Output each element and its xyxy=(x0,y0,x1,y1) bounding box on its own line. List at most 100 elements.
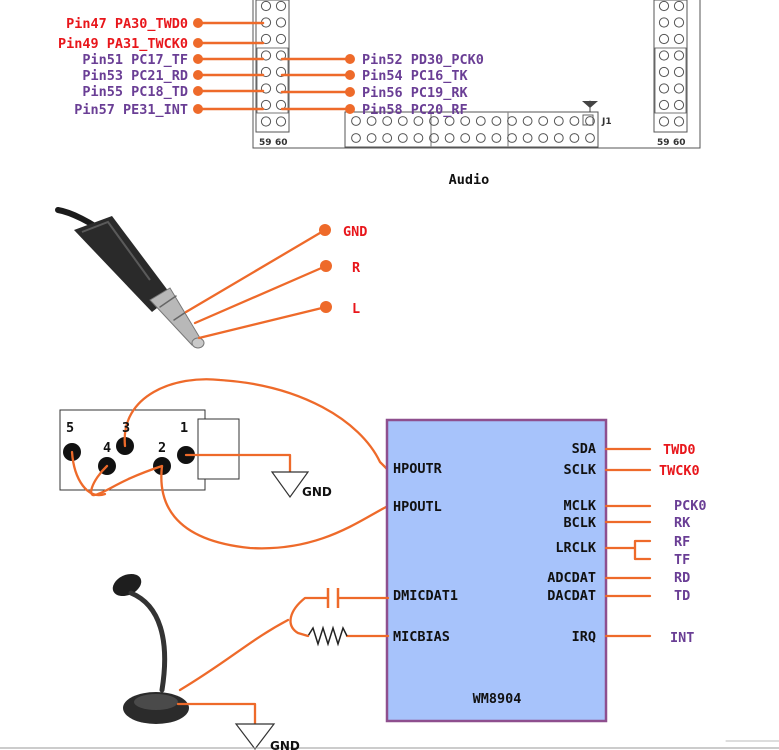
socket-barrel xyxy=(197,418,240,480)
header-pin-hole xyxy=(658,116,670,127)
header-pin-hole xyxy=(658,17,670,28)
header-wire-dot xyxy=(345,87,355,97)
j1-pin-hole xyxy=(522,116,533,126)
chip-signal-label: TWCK0 xyxy=(659,463,700,479)
j1-pin-hole xyxy=(397,116,408,126)
j1-pin-hole xyxy=(585,133,595,143)
mic-wire xyxy=(289,596,330,638)
ground-icon xyxy=(234,723,276,750)
chip-signal-label: TD xyxy=(674,588,690,604)
j1-pin-hole xyxy=(507,133,517,143)
header-pin-hole xyxy=(275,116,287,127)
header-wire-dot xyxy=(193,70,203,80)
microphone-icon xyxy=(112,573,189,724)
mic-wire xyxy=(178,618,290,692)
header-wire-dot xyxy=(193,86,203,96)
chip-right-pin: SCLK xyxy=(563,462,596,478)
header-pin-label: Pin58 PC20_RF xyxy=(362,102,468,118)
chip-signal-label: INT xyxy=(670,630,694,646)
chip-right-pin: LRCLK xyxy=(555,540,597,556)
header-pin-hole xyxy=(658,66,670,78)
header-pin-label: Pin54 PC16_TK xyxy=(362,68,469,84)
socket-gnd-wire xyxy=(184,453,292,474)
jack-label: L xyxy=(352,301,360,317)
header-pin-number: 59 xyxy=(657,138,670,148)
j1-pin-hole xyxy=(366,133,377,143)
chip-signal-label: RF xyxy=(674,534,690,550)
socket-pin-number: 3 xyxy=(122,420,130,436)
connector-label: J1 xyxy=(601,117,612,127)
header-wire-dot xyxy=(345,54,355,64)
header-wire-dot xyxy=(193,104,203,114)
j1-pin-hole xyxy=(444,116,455,126)
header-pin-hole xyxy=(260,99,272,111)
header-pin-label: Pin53 PC21_RD xyxy=(82,68,188,84)
hpoutr-wire xyxy=(123,378,390,472)
header-pin-hole xyxy=(260,116,272,127)
lrclk-split-wire xyxy=(604,539,652,561)
j1-pin-hole xyxy=(366,116,377,126)
plug-ring xyxy=(173,311,187,321)
plug-boot xyxy=(74,216,172,312)
j1-pin1-square xyxy=(582,114,594,126)
mic-gooseneck xyxy=(128,590,168,693)
chip-name: WM8904 xyxy=(473,691,522,707)
jack-wire xyxy=(193,264,328,325)
jack-wire xyxy=(184,228,327,314)
chip-right-pin: DACDAT xyxy=(547,588,596,604)
plug-boot-highlight xyxy=(81,220,151,281)
j1-pin-hole xyxy=(460,133,471,143)
socket-jumper-wire xyxy=(70,450,107,497)
hpoutl-wire xyxy=(160,464,390,550)
header-pin-hole xyxy=(673,99,685,111)
socket-pin-number: 1 xyxy=(180,420,188,436)
header-pin-hole xyxy=(673,0,685,12)
j1-pin-hole xyxy=(429,116,439,126)
chip-signal-label: TWD0 xyxy=(663,442,696,458)
header-pin-hole xyxy=(658,0,670,12)
chip-right-pin: BCLK xyxy=(563,515,596,531)
resistor-icon xyxy=(307,625,348,647)
header-pin-label: Pin55 PC18_TD xyxy=(82,84,188,100)
j1-pin-hole xyxy=(538,116,549,126)
chip-left-pin: HPOUTL xyxy=(393,499,442,515)
chip-left-pin: HPOUTR xyxy=(393,461,443,477)
j1-pin-hole xyxy=(569,116,580,126)
mic-base-top xyxy=(134,694,178,710)
j1-pin-hole xyxy=(491,116,502,126)
jack-wire xyxy=(197,305,328,340)
header-pin-hole xyxy=(275,33,287,45)
header-pin-label: Pin52 PD30_PCK0 xyxy=(362,52,484,68)
chip-right-pin: SDA xyxy=(572,441,596,457)
jack-wire-dot xyxy=(320,260,332,272)
header-pin-label: Pin47 PA30_TWD0 xyxy=(66,16,188,32)
j1-pin-hole xyxy=(351,116,361,126)
header-wire-dot xyxy=(345,104,355,114)
gnd-label: GND xyxy=(270,739,300,750)
j1-pin-hole xyxy=(429,133,439,143)
chip-right-pin: MCLK xyxy=(563,498,596,514)
header-pin-number: 60 xyxy=(673,138,686,148)
jack-label: R xyxy=(352,260,361,276)
j1-pin-hole xyxy=(413,133,424,143)
j1-pin-hole xyxy=(569,133,580,143)
header-wire-dot xyxy=(193,54,203,64)
j1-pin-hole xyxy=(444,133,455,143)
chip-left-pin: MICBIAS xyxy=(393,629,450,645)
audio-plug-icon xyxy=(55,207,205,349)
header-pin-label: Pin49 PA31_TWCK0 xyxy=(58,36,188,52)
chip-signal-label: RK xyxy=(674,515,691,531)
jack-wire-dot xyxy=(320,301,332,313)
header-pin-label: Pin56 PC19_RK xyxy=(362,85,469,101)
chip-right-pin: ADCDAT xyxy=(547,570,596,586)
j1-pin-hole xyxy=(460,116,471,126)
j1-pin-hole xyxy=(553,116,564,126)
left-header-highlight xyxy=(256,47,289,114)
j1-pin-hole xyxy=(475,116,486,126)
header-pin-hole xyxy=(260,0,272,12)
header-pin-hole xyxy=(673,66,685,78)
j1-pin-hole xyxy=(522,133,533,143)
plug-ring xyxy=(159,295,177,308)
header-pin-hole xyxy=(673,50,685,61)
j1-pin-hole xyxy=(382,116,393,126)
